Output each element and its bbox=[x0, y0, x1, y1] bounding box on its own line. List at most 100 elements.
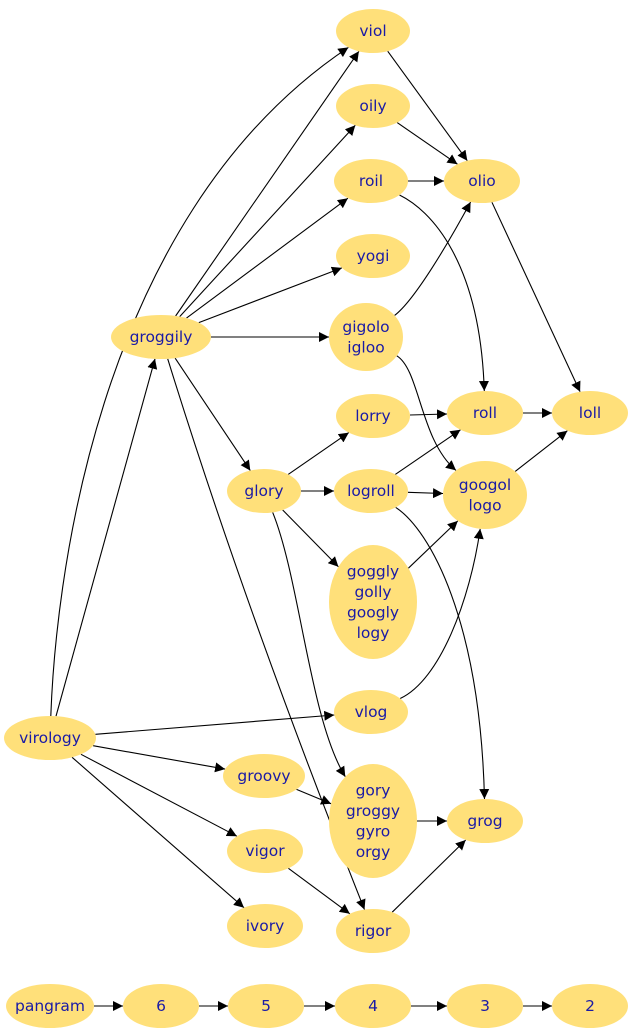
node-roll: roll bbox=[447, 391, 523, 435]
node-label: oily bbox=[359, 97, 386, 115]
edge-groovy-to-gory bbox=[296, 788, 332, 805]
node-label: vlog bbox=[355, 703, 388, 721]
node-label: loll bbox=[579, 404, 601, 422]
node-label: 5 bbox=[261, 997, 271, 1015]
node-glory: glory bbox=[227, 469, 301, 513]
node-ellipse bbox=[447, 799, 523, 843]
edge-logroll-to-roll bbox=[394, 429, 461, 475]
node-label: vigor bbox=[245, 842, 285, 860]
node-label: logo bbox=[468, 496, 501, 514]
edge-line bbox=[491, 201, 581, 393]
node-yogi: yogi bbox=[336, 234, 410, 278]
edge-virology-to-groggily bbox=[55, 358, 158, 717]
node-n4: 4 bbox=[335, 984, 411, 1028]
node-label: viol bbox=[359, 22, 386, 40]
node-ellipse bbox=[447, 391, 523, 435]
node-ellipse bbox=[443, 461, 527, 529]
node-label: gory bbox=[356, 781, 391, 799]
node-lorry: lorry bbox=[336, 394, 410, 438]
node-grog: grog bbox=[447, 799, 523, 843]
edge-line bbox=[198, 266, 343, 324]
edge-line bbox=[394, 201, 472, 316]
node-ellipse bbox=[336, 234, 410, 278]
edge-virology-to-vigor bbox=[80, 753, 238, 837]
edge-groggily-to-oily bbox=[179, 124, 356, 317]
edge-groggily-to-viol bbox=[175, 50, 360, 317]
node-label: googol bbox=[459, 476, 511, 494]
edge-line bbox=[282, 509, 339, 568]
node-ellipse bbox=[228, 984, 304, 1028]
edge-glory-to-lorry bbox=[287, 432, 350, 475]
edge-line bbox=[186, 197, 349, 319]
node-ellipse bbox=[223, 754, 305, 798]
node-label: 2 bbox=[585, 997, 595, 1015]
edge-virology-to-vlog bbox=[95, 710, 335, 735]
node-label: goggly bbox=[347, 562, 399, 580]
node-groggily: groggily bbox=[111, 315, 211, 359]
node-ellipse bbox=[334, 690, 408, 734]
node-label: yogi bbox=[357, 247, 390, 265]
edge-line bbox=[399, 528, 484, 699]
edge-virology-to-viol bbox=[50, 46, 349, 717]
edge-oily-to-olio bbox=[396, 122, 458, 165]
edge-line bbox=[296, 788, 332, 805]
edge-groggily-to-roil bbox=[186, 197, 349, 319]
edge-glory-to-gory bbox=[272, 512, 346, 777]
node-ellipse bbox=[329, 764, 417, 878]
edge-line bbox=[399, 194, 489, 392]
edge-gigolo-to-olio bbox=[394, 201, 472, 316]
node-label: orgy bbox=[356, 843, 391, 861]
node-groovy: groovy bbox=[223, 754, 305, 798]
node-label: groggy bbox=[346, 802, 400, 820]
node-ellipse bbox=[444, 159, 520, 203]
node-label: grog bbox=[467, 812, 502, 830]
node-vigor: vigor bbox=[227, 829, 303, 873]
node-ellipse bbox=[329, 303, 403, 371]
node-n6: 6 bbox=[123, 984, 199, 1028]
edge-line bbox=[391, 839, 467, 913]
edge-viol-to-olio bbox=[387, 50, 468, 162]
edge-rigor-to-grog bbox=[391, 839, 467, 913]
edge-line bbox=[396, 355, 457, 471]
edge-googol-to-loll bbox=[514, 430, 568, 472]
node-rigor: rigor bbox=[336, 909, 410, 953]
node-label: lorry bbox=[355, 407, 390, 425]
node-label: virology bbox=[19, 729, 81, 747]
node-vlog: vlog bbox=[334, 690, 408, 734]
node-ellipse bbox=[336, 9, 410, 53]
node-ellipse bbox=[111, 315, 211, 359]
edge-line bbox=[408, 520, 459, 569]
node-olio: olio bbox=[444, 159, 520, 203]
edge-line bbox=[174, 357, 251, 471]
node-ellipse bbox=[336, 394, 410, 438]
node-ellipse bbox=[227, 904, 303, 948]
edge-line bbox=[50, 46, 349, 717]
node-ellipse bbox=[329, 545, 417, 659]
node-ellipse bbox=[334, 469, 408, 513]
edge-glory-to-goggly bbox=[282, 509, 339, 568]
edge-line bbox=[407, 488, 444, 499]
node-logroll: logroll bbox=[334, 469, 408, 513]
edge-line bbox=[175, 50, 360, 317]
edge-line bbox=[179, 124, 356, 317]
node-label: 6 bbox=[156, 997, 166, 1015]
edge-line bbox=[80, 753, 238, 837]
edge-line bbox=[55, 358, 158, 717]
node-ivory: ivory bbox=[227, 904, 303, 948]
node-ellipse bbox=[4, 716, 96, 760]
node-ellipse bbox=[447, 984, 523, 1028]
node-googol: googol logo bbox=[443, 461, 527, 529]
edge-gigolo-to-googol bbox=[396, 355, 457, 471]
edge-lorry-to-roll bbox=[409, 409, 448, 420]
edge-olio-to-loll bbox=[491, 201, 581, 393]
node-ellipse bbox=[227, 829, 303, 873]
node-label: logroll bbox=[347, 482, 395, 500]
edge-groggily-to-glory bbox=[174, 357, 251, 471]
node-label: gyro bbox=[356, 822, 391, 840]
node-roil: roil bbox=[334, 159, 408, 203]
node-label: 4 bbox=[368, 997, 378, 1015]
edge-line bbox=[95, 710, 335, 735]
